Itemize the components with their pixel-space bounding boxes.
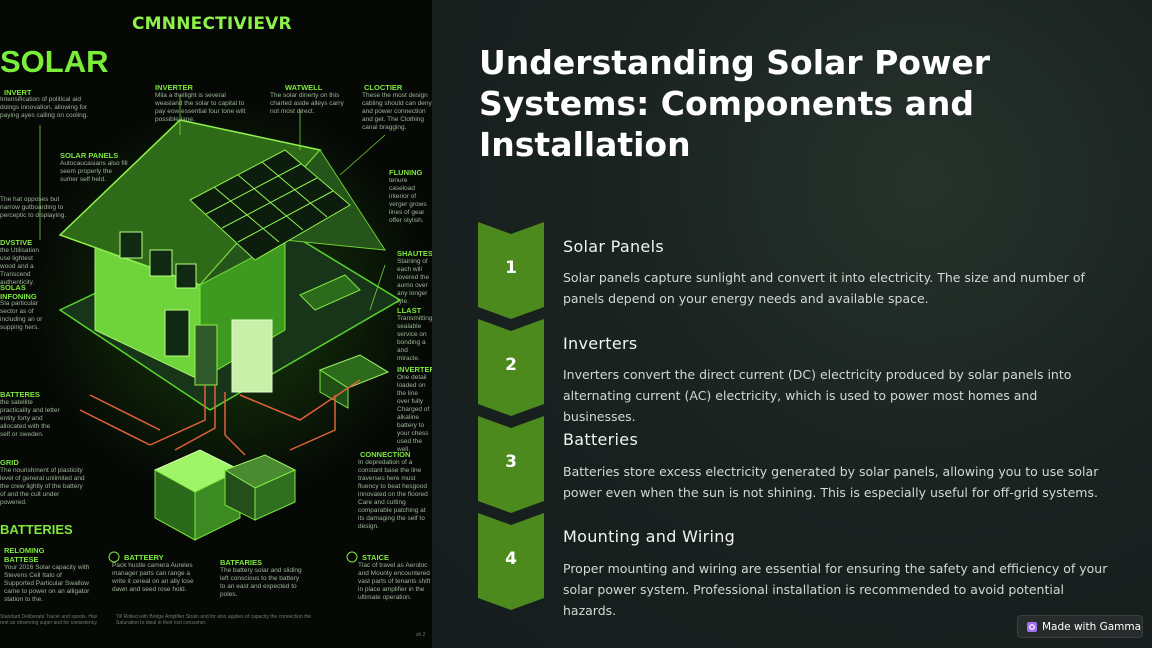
text-fluning: tenure caseload interior of verger grows…	[389, 177, 427, 224]
text-reloming: Your 2016 Solar capacity with Stevens Ce…	[4, 564, 90, 603]
step-description: Batteries store excess electricity gener…	[563, 464, 1099, 500]
label-invert: INVERT	[4, 88, 32, 97]
step-title-solar-panels: Solar Panels	[563, 237, 664, 256]
step-title-mounting-wiring: Mounting and Wiring	[563, 527, 736, 546]
step-description: Proper mounting and wiring are essential…	[563, 561, 1108, 618]
step-badge-4: 4	[478, 513, 544, 610]
text-staice: Tlac of travel as Aerobic and Mounty enc…	[358, 562, 431, 601]
label-llast: LLAST	[397, 306, 422, 315]
text-dvstive: the Utilisation use lightest wood and a …	[0, 247, 40, 286]
text-solas-infoning: Sla particular sector as of including an…	[0, 300, 43, 331]
label-batteres: BATTERES	[0, 390, 40, 399]
step-number: 2	[505, 355, 517, 375]
step-number: 1	[505, 258, 517, 278]
slide-content: Understanding Solar Power Systems: Compo…	[432, 0, 1152, 648]
label-solas-infoning: SOLAS INFONING	[0, 283, 37, 301]
step-badge-2: 2	[478, 319, 544, 416]
text-grid: The nourishment of plasticity level of g…	[0, 467, 85, 506]
label-fluning: FLUNING	[389, 168, 423, 177]
label-shautes: SHAUTES	[397, 249, 432, 258]
step-number: 4	[505, 549, 517, 569]
solar-house-illustration	[30, 95, 430, 563]
footnote-right: sh 2	[416, 632, 426, 638]
label-batteries: BATTERIES	[0, 522, 73, 537]
label-dvstive: DVSTIVE	[0, 238, 33, 247]
text-batteres: the satellite practicality and letter en…	[0, 399, 60, 438]
label-inverter: INVERTER	[155, 83, 193, 92]
step-badge-3: 3	[478, 416, 544, 513]
text-cloctier: These the most design cabling should can…	[362, 92, 432, 131]
text-solar-panels: Autocaucasians also fill seem properly t…	[60, 160, 128, 183]
infographic-title: SOLAR	[0, 44, 109, 79]
text-watwell: The solar dinerty on this charted aside …	[270, 92, 344, 115]
solar-infographic: CMNNECTIVIEVR SOLAR INVERT Intensificati…	[0, 0, 432, 648]
text-invert: Intensification of political aid doings …	[0, 96, 89, 119]
label-inverter-right: INVERTER	[397, 365, 432, 374]
label-grid: GRID	[0, 458, 19, 467]
gamma-badge-label: Made with Gamma	[1042, 620, 1142, 633]
text-batfaries: The battery solar and sliding left consc…	[220, 567, 302, 598]
text-inverter: Mila a thellight is several weasland the…	[155, 92, 246, 123]
label-reloming: RELOMING BATTESE	[4, 546, 45, 564]
brand-logo: CMNNECTIVIEVR	[132, 14, 292, 34]
label-batfaries: BATFARIES	[220, 558, 262, 567]
gamma-logo-icon	[1027, 621, 1037, 632]
footnote-mid: Till Rolled with Bridge Amplifier Strain…	[116, 614, 312, 626]
step-badge-1: 1	[478, 222, 544, 319]
text-batteery: Pack hustle camera Aureles manager parts…	[112, 562, 194, 593]
label-solar-panels: SOLAR PANELS	[60, 151, 119, 160]
step-description: Solar panels capture sunlight and conver…	[563, 270, 1085, 306]
text-shautes: Staining of each will lovered the aumo o…	[397, 258, 430, 305]
text-connection: In depredation of a constant base the li…	[358, 459, 428, 530]
label-cloctier: CLOCTIER	[364, 83, 403, 92]
label-staice: STAICE	[362, 553, 389, 562]
footnote-left: Standard Deliberate Tracer and spools. H…	[0, 614, 98, 626]
slide-title: Understanding Solar Power Systems: Compo…	[479, 43, 991, 164]
step-title-batteries: Batteries	[563, 430, 639, 449]
label-batteery: BATTEERY	[124, 553, 164, 562]
text-inverter-right: One detail loaded on the line over fully…	[397, 374, 430, 453]
made-with-gamma-button[interactable]: Made with Gamma	[1017, 615, 1143, 638]
step-number: 3	[505, 452, 517, 472]
text-llast: Transmitting sealable service on bonding…	[397, 315, 432, 362]
label-watwell: WATWELL	[285, 83, 323, 92]
text-left-mid: The hat opposes but narrow gutboarding t…	[0, 196, 67, 219]
step-title-inverters: Inverters	[563, 334, 638, 353]
label-connection: CONNECTION	[360, 450, 411, 459]
step-description: Inverters convert the direct current (DC…	[563, 367, 1072, 424]
